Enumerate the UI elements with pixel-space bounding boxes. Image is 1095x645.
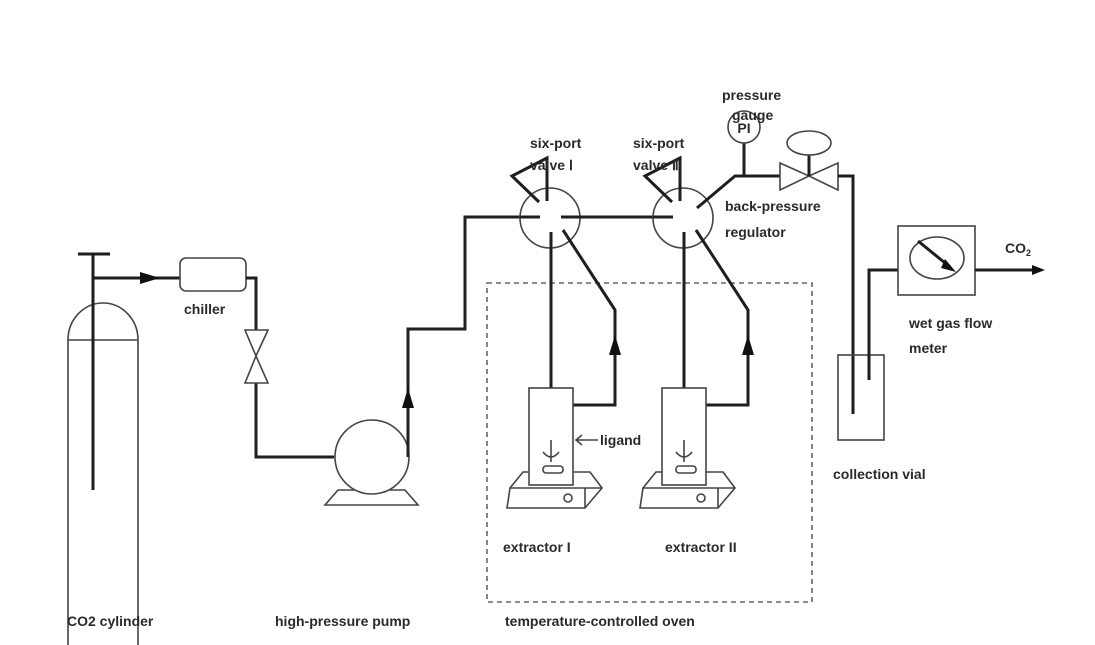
wet-gas-flow-meter [897,225,976,296]
flow-arrow-icon [1032,265,1045,275]
gauge-label-line1: pressure [722,87,781,103]
ligand-pointer: ligand [574,432,641,448]
chiller [179,257,247,292]
oven-boundary [486,282,813,603]
meter-label-line2: meter [909,340,948,356]
high-pressure-pump [323,419,420,506]
gauge-symbol: PI [737,120,750,136]
outlet-label: CO2 [1005,240,1031,258]
six-port-valve-1 [509,155,617,407]
valve2-label-line2: valve Ⅱ [633,157,679,173]
extractor-2 [639,387,737,509]
bpr-label-line1: back-pressure [725,198,821,214]
pipe-chiller-pump [246,276,334,459]
collection-vial [837,268,898,441]
shutoff-valve-icon [243,329,270,384]
valve1-label-line1: six-port [530,135,582,151]
co2-cylinder [67,252,139,645]
cylinder-label: CO2 cylinder [67,613,154,629]
pump-label: high-pressure pump [275,613,410,629]
back-pressure-regulator [779,130,839,192]
extractor-1 [506,387,604,509]
flow-arrow-icon [402,388,414,408]
pipe-pump-valve1 [406,215,520,457]
meter-label-line1: wet gas flow [908,315,992,331]
extractor1-label: extractor I [503,539,571,555]
flow-arrow-icon [742,335,754,355]
gauge-label-line2: gauge [732,107,773,123]
six-port-valve-2 [642,155,780,407]
extractor2-label: extractor II [665,539,737,555]
chiller-label: chiller [184,301,226,317]
bpr-label-line2: regulator [725,224,786,240]
pipe-bpr-vial [838,174,855,414]
valve2-label-line1: six-port [633,135,685,151]
valve1-label-line2: valve Ⅰ [530,157,573,173]
ligand-label: ligand [600,432,641,448]
vial-label: collection vial [833,466,926,482]
oven-label: temperature-controlled oven [505,613,695,629]
flow-arrow-icon [609,335,621,355]
pressure-gauge: PI [727,110,761,176]
flow-arrow-icon [140,272,160,284]
